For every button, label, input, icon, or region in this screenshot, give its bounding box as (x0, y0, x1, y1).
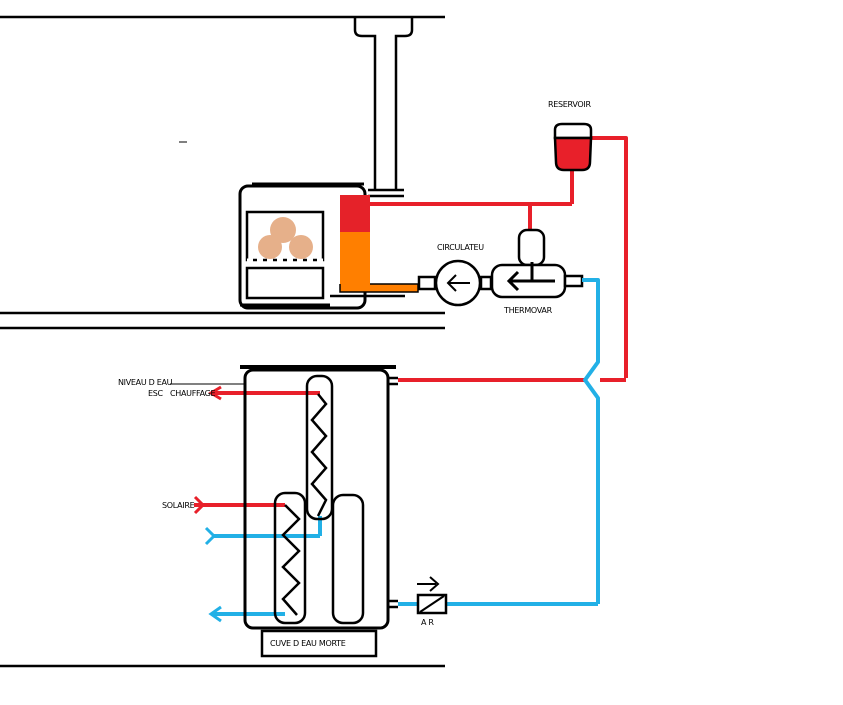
dhw-label: ESC (148, 389, 164, 398)
labels: RESERVOIR CIRCULATEU THERMOVAR NIVEAU D … (118, 100, 592, 648)
logs-icon (258, 217, 313, 259)
solar-coil-icon (281, 504, 301, 616)
solar-inlet-arrow-icon (193, 495, 206, 515)
solar-coil-tube (273, 491, 307, 625)
heating-outlet-arrow-icon (208, 385, 222, 401)
hot-pipes (194, 136, 628, 507)
ash-pan (245, 266, 325, 300)
return-water-jacket (340, 232, 370, 284)
reservoir (553, 122, 593, 172)
heating-coil-tube (305, 374, 334, 521)
pipe-arrows (193, 385, 222, 623)
reservoir-label: RESERVOIR (548, 100, 591, 109)
dead-water-tank-label: CUVE D EAU MORTE (270, 639, 346, 648)
thermovar-label: THERMOVAR (503, 306, 553, 315)
dhw-cold-arrow-icon (208, 605, 222, 623)
thermovar-valve (490, 228, 584, 299)
circulator-pump (417, 259, 493, 307)
inner-tube (331, 493, 365, 625)
storage-tank (170, 365, 398, 658)
heating-coil-icon (310, 393, 328, 517)
chimney-flue (353, 17, 414, 198)
wood-stove (238, 182, 419, 310)
flow-direction-arrow-icon (429, 576, 440, 592)
cold-pipes (213, 278, 600, 616)
hot-water-jacket (340, 195, 370, 232)
check-valve (416, 576, 448, 615)
water-level-label: NIVEAU D EAU (118, 378, 173, 387)
solar-return-arrow-icon (204, 526, 217, 546)
heating-label: CHAUFFAGE (170, 389, 216, 398)
check-valve-label: A R (421, 618, 434, 627)
firebox (245, 210, 325, 262)
solar-label: SOLAIRE (162, 501, 195, 510)
circulator-label: CIRCULATEU (437, 243, 484, 252)
dead-water-tank-box (260, 629, 378, 658)
floor-lines (0, 15, 445, 668)
